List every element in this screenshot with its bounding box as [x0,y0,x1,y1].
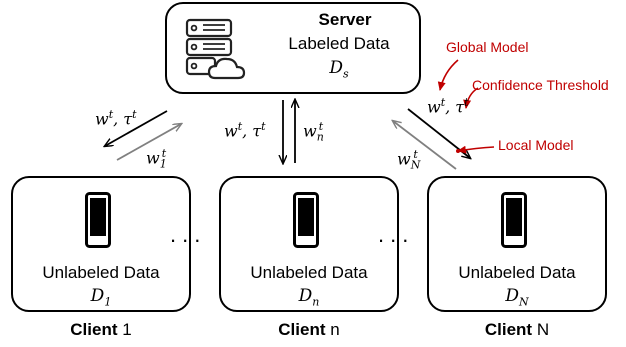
client-dataset: D1 [90,286,112,309]
client-subtitle: Unlabeled Data [458,263,576,282]
label-left-up: w1t [146,147,167,171]
client-box-N: Unlabeled Data DN [427,176,607,312]
pointer-local-model [457,145,495,154]
annotation-confidence-threshold: Confidence Threshold [472,77,609,93]
pointer-confidence-threshold [463,87,479,109]
phone-icon [85,192,111,248]
arrow-global-to-client-1 [105,110,168,146]
label-right-up: wNt [397,148,421,172]
cloud-icon [207,57,246,80]
arrow-client-N-to-global [393,121,457,170]
annotation-global-model: Global Model [446,39,529,55]
phone-icon [293,192,319,248]
client-caption-N: Client N [484,320,550,339]
client-caption-n: Client n [278,320,340,339]
annotation-local-model: Local Model [498,137,574,153]
label-left-down: wt, τt [95,108,137,129]
server-title: Server [318,10,372,29]
client-box-1: Unlabeled Data D1 [11,176,191,312]
client-box-n: Unlabeled Data Dn [219,176,399,312]
server-icon [185,18,246,80]
ellipsis: ... [378,222,415,247]
client-dataset: DN [505,286,529,309]
server-subtitle: Labeled Data [288,34,390,53]
pointer-global-model [437,59,459,91]
label-mid-down: wt, τt [224,120,266,141]
client-caption-1: Client 1 [70,320,132,339]
arrow-client-1-to-global [116,124,181,161]
label-mid-up: wnt [303,120,324,144]
client-subtitle: Unlabeled Data [42,263,160,282]
ellipsis: ... [170,222,207,247]
label-right-down: wt, τt [427,96,469,117]
server-dataset: Ds [329,58,349,81]
server-box: Server Labeled Data Ds [165,2,421,94]
client-subtitle: Unlabeled Data [250,263,368,282]
client-dataset: Dn [298,286,320,309]
phone-icon [501,192,527,248]
